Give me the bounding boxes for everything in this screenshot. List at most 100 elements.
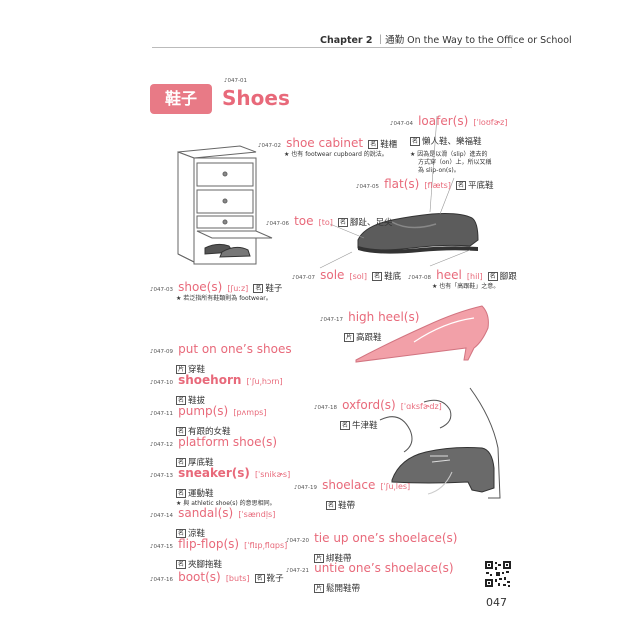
high-heel-illustration xyxy=(355,305,489,363)
entry-tie-up-shoelaces: ♪047-20 tie up one’s shoelace(s) 片綁鞋帶 xyxy=(286,527,457,565)
pointer-lines xyxy=(319,115,471,269)
pos-tag: 名 xyxy=(176,489,187,498)
track-number: ♪047-02 xyxy=(258,143,281,149)
pos-tag: 名 xyxy=(455,181,466,190)
translation: 厚底鞋 xyxy=(188,458,214,468)
note: ★ 若泛指所有鞋類則為 footwear。 xyxy=(176,295,272,302)
pos-tag: 名 xyxy=(176,427,187,436)
pos-tag: 片 xyxy=(344,333,355,342)
phonetic: [pʌmps] xyxy=(233,408,267,417)
track-number: ♪047-08 xyxy=(408,275,431,281)
translation: 平底鞋 xyxy=(467,181,494,191)
translation: 夾腳拖鞋 xyxy=(188,560,223,570)
chapter-title: ｜通勤 On the Way to the Office or School xyxy=(375,35,572,46)
translation: 牛津鞋 xyxy=(352,421,378,431)
phonetic: [flæts] xyxy=(424,181,451,190)
pos-tag: 名 xyxy=(368,140,379,149)
pos-tag: 名 xyxy=(372,272,383,281)
phonetic: [ʃuːz] xyxy=(227,284,249,293)
translation: 綁鞋帶 xyxy=(326,554,352,564)
term: high heel(s) xyxy=(348,310,420,324)
note: 為 slip-on(s)。 xyxy=(418,167,460,174)
pos-tag: 名 xyxy=(340,421,351,430)
term: platform shoe(s) xyxy=(178,435,278,449)
phonetic: [ˈɑksfɚdz] xyxy=(400,402,442,411)
note: ★ 也有 footwear cupboard 的說法。 xyxy=(284,151,388,158)
pos-tag: 名 xyxy=(410,137,421,146)
track-number: ♪047-07 xyxy=(292,275,315,281)
translation: 涼鞋 xyxy=(188,529,206,539)
term: toe xyxy=(294,214,314,228)
pos-tag: 名 xyxy=(487,272,498,281)
track-number: ♪047-19 xyxy=(294,485,317,491)
note: ★ 也有「高跟鞋」之意。 xyxy=(432,283,500,290)
entry-loafer: ♪047-04 loafer(s) [ˈloʊfɚz] 名懶人鞋、樂福鞋 ★ 因… xyxy=(390,110,507,175)
term: sole xyxy=(320,268,345,282)
section-title: Shoes xyxy=(222,86,290,110)
term: shoelace xyxy=(322,478,376,492)
pos-tag: 片 xyxy=(314,554,325,563)
term: pump(s) xyxy=(178,404,229,418)
pos-tag: 片 xyxy=(176,365,187,374)
term: flip-flop(s) xyxy=(178,537,240,551)
translation: 鞋拔 xyxy=(188,396,206,406)
pos-tag: 名 xyxy=(176,458,187,467)
term: sandal(s) xyxy=(178,506,234,520)
entry-sole: ♪047-07 sole [sol] 名鞋底 xyxy=(292,264,401,283)
shoe-cabinet-illustration xyxy=(177,145,273,265)
track-number: ♪047-12 xyxy=(150,442,173,448)
note: ★ 因為是以滑（slip）進去的 xyxy=(410,151,488,158)
pos-tag: 名 xyxy=(326,501,337,510)
translation: 高跟鞋 xyxy=(356,333,382,343)
term: shoehorn xyxy=(178,373,242,387)
translation: 靴子 xyxy=(266,574,284,584)
track-number: ♪047-11 xyxy=(150,411,173,417)
track-number: ♪047-13 xyxy=(150,473,173,479)
entry-shoehorn: ♪047-10 shoehorn [ˈʃu͵hɔrn] 名鞋拔 xyxy=(150,369,283,407)
translation: 鞋底 xyxy=(384,272,402,282)
translation: 鞋櫃 xyxy=(380,140,398,150)
translation: 有跟的女鞋 xyxy=(188,427,231,437)
entry-shoes: ♪047-03 shoe(s) [ʃuːz] 名鞋子 ★ 若泛指所有鞋類則為 f… xyxy=(150,276,282,303)
entry-platform-shoes: ♪047-12 platform shoe(s) 名厚底鞋 xyxy=(150,431,277,469)
entry-sneakers: ♪047-13 sneaker(s) [ˈsnikɚs] 名運動鞋 ★ 與 at… xyxy=(150,462,290,508)
phonetic: [buts] xyxy=(225,574,250,583)
track-number: ♪047-18 xyxy=(314,405,337,411)
phonetic: [sol] xyxy=(349,272,368,281)
term: loafer(s) xyxy=(418,114,469,128)
entry-boots: ♪047-16 boot(s) [buts] 名靴子 xyxy=(150,566,284,585)
translation: 鞋帶 xyxy=(338,501,356,511)
phonetic: [to] xyxy=(318,218,333,227)
qr-code-icon[interactable] xyxy=(484,560,512,588)
track-number: ♪047-06 xyxy=(266,221,289,227)
track-number: ♪047-09 xyxy=(150,349,173,355)
term: sneaker(s) xyxy=(178,466,250,480)
translation: 腳趾、足尖 xyxy=(350,218,393,228)
term: flat(s) xyxy=(384,177,420,191)
note: 方式穿（on）上，所以又稱 xyxy=(418,159,492,166)
translation: 鬆開鞋帶 xyxy=(326,584,361,594)
term: untie one’s shoelace(s) xyxy=(314,561,454,575)
track-number: ♪047-15 xyxy=(150,544,173,550)
term: heel xyxy=(436,268,462,282)
track-number: ♪047-14 xyxy=(150,513,173,519)
entry-heel: ♪047-08 heel [hil] 名腳跟 ★ 也有「高跟鞋」之意。 xyxy=(408,264,517,291)
pos-tag: 片 xyxy=(314,584,325,593)
header-rule xyxy=(152,47,512,48)
entry-toe: ♪047-06 toe [to] 名腳趾、足尖 xyxy=(266,210,393,229)
phonetic: [ˈʃu͵hɔrn] xyxy=(246,377,283,386)
track-number: ♪047-04 xyxy=(390,121,413,127)
phonetic: [ˈflɪp͵flɑps] xyxy=(244,541,288,550)
translation: 穿鞋 xyxy=(188,365,206,375)
term: boot(s) xyxy=(178,570,221,584)
term: shoe(s) xyxy=(178,280,223,294)
note: ★ 與 athletic shoe(s) 的意思相同。 xyxy=(176,500,276,507)
term: tie up one’s shoelace(s) xyxy=(314,531,458,545)
pos-tag: 名 xyxy=(254,574,265,583)
entry-put-on-shoes: ♪047-09 put on one’s shoes 片穿鞋 xyxy=(150,338,292,376)
phonetic: [hil] xyxy=(466,272,483,281)
track-number: ♪047-21 xyxy=(286,568,309,574)
entry-untie-shoelaces: ♪047-21 untie one’s shoelace(s) 片鬆開鞋帶 xyxy=(286,557,454,595)
entry-shoe-cabinet: ♪047-02 shoe cabinet 名鞋櫃 ★ 也有 footwear c… xyxy=(258,132,397,159)
